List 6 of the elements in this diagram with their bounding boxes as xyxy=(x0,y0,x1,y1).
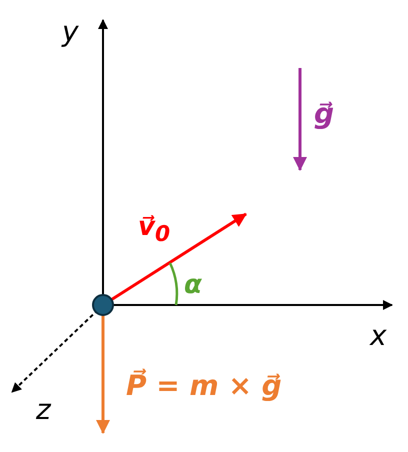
axis-label: x xyxy=(370,322,387,350)
angle-label: α xyxy=(184,272,202,298)
vector-label: g⃗ xyxy=(314,100,334,128)
vector-label: v⃗$_{0}$ xyxy=(138,214,170,246)
axis-label: y xyxy=(62,18,79,46)
axis-label: z xyxy=(36,396,51,424)
